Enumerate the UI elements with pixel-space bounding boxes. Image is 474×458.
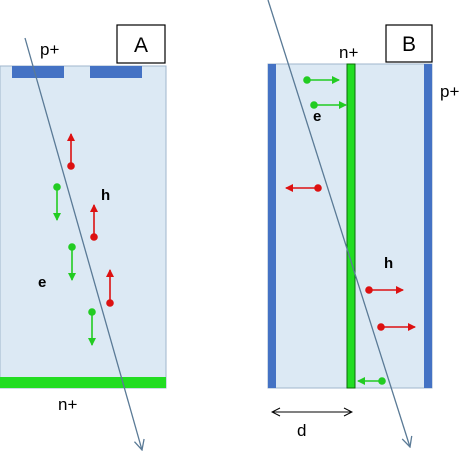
panel-b-electron-label: e	[313, 108, 321, 125]
panel-a-silicon-bulk	[0, 65, 167, 389]
panel-b-hole	[285, 184, 322, 192]
panel-a-n-plus-backplane	[0, 377, 166, 388]
panel-a-hole	[67, 133, 75, 170]
panel-a-hole	[106, 269, 114, 307]
panel-a-p-plus-strip-left	[12, 66, 64, 78]
panel-a-electron-label: e	[38, 274, 46, 291]
panel-b-hole	[377, 323, 416, 331]
panel-a-label: A	[134, 34, 148, 57]
panel-a-label-box	[116, 24, 166, 64]
panel-b-width-label: d	[297, 421, 306, 440]
panel-b-electron	[357, 377, 386, 385]
panel-a-p-plus-strip-right	[90, 66, 142, 78]
panel-b-label: B	[402, 33, 416, 56]
panel-a-hole	[90, 204, 98, 241]
panel-b-side-label: p+	[440, 82, 459, 101]
panel-b-hole	[365, 286, 404, 294]
panel-b-p-plus-electrode-left	[268, 64, 276, 388]
panel-b-particle-track	[267, 0, 410, 447]
panel-a-particle-track	[24, 37, 142, 450]
panel-b-label-box	[385, 24, 433, 63]
panel-a-bottom-label: n+	[58, 395, 77, 414]
panel-a: A p+ n+ h e	[0, 24, 167, 450]
panel-b-top-label: n+	[339, 43, 358, 62]
panel-a-top-label: p+	[40, 40, 59, 59]
panel-b: B n+ p+ h e	[267, 0, 459, 447]
panel-a-hole-label: h	[101, 187, 110, 204]
panel-b-electron	[303, 76, 340, 84]
panel-a-electron	[88, 308, 96, 346]
panel-a-electron	[68, 243, 76, 281]
panel-b-electron	[310, 101, 347, 109]
panel-b-n-plus-column	[346, 63, 356, 389]
panel-b-p-plus-electrode-right	[424, 64, 432, 388]
panel-a-electron	[53, 183, 61, 221]
panel-b-hole-label: h	[384, 255, 393, 272]
